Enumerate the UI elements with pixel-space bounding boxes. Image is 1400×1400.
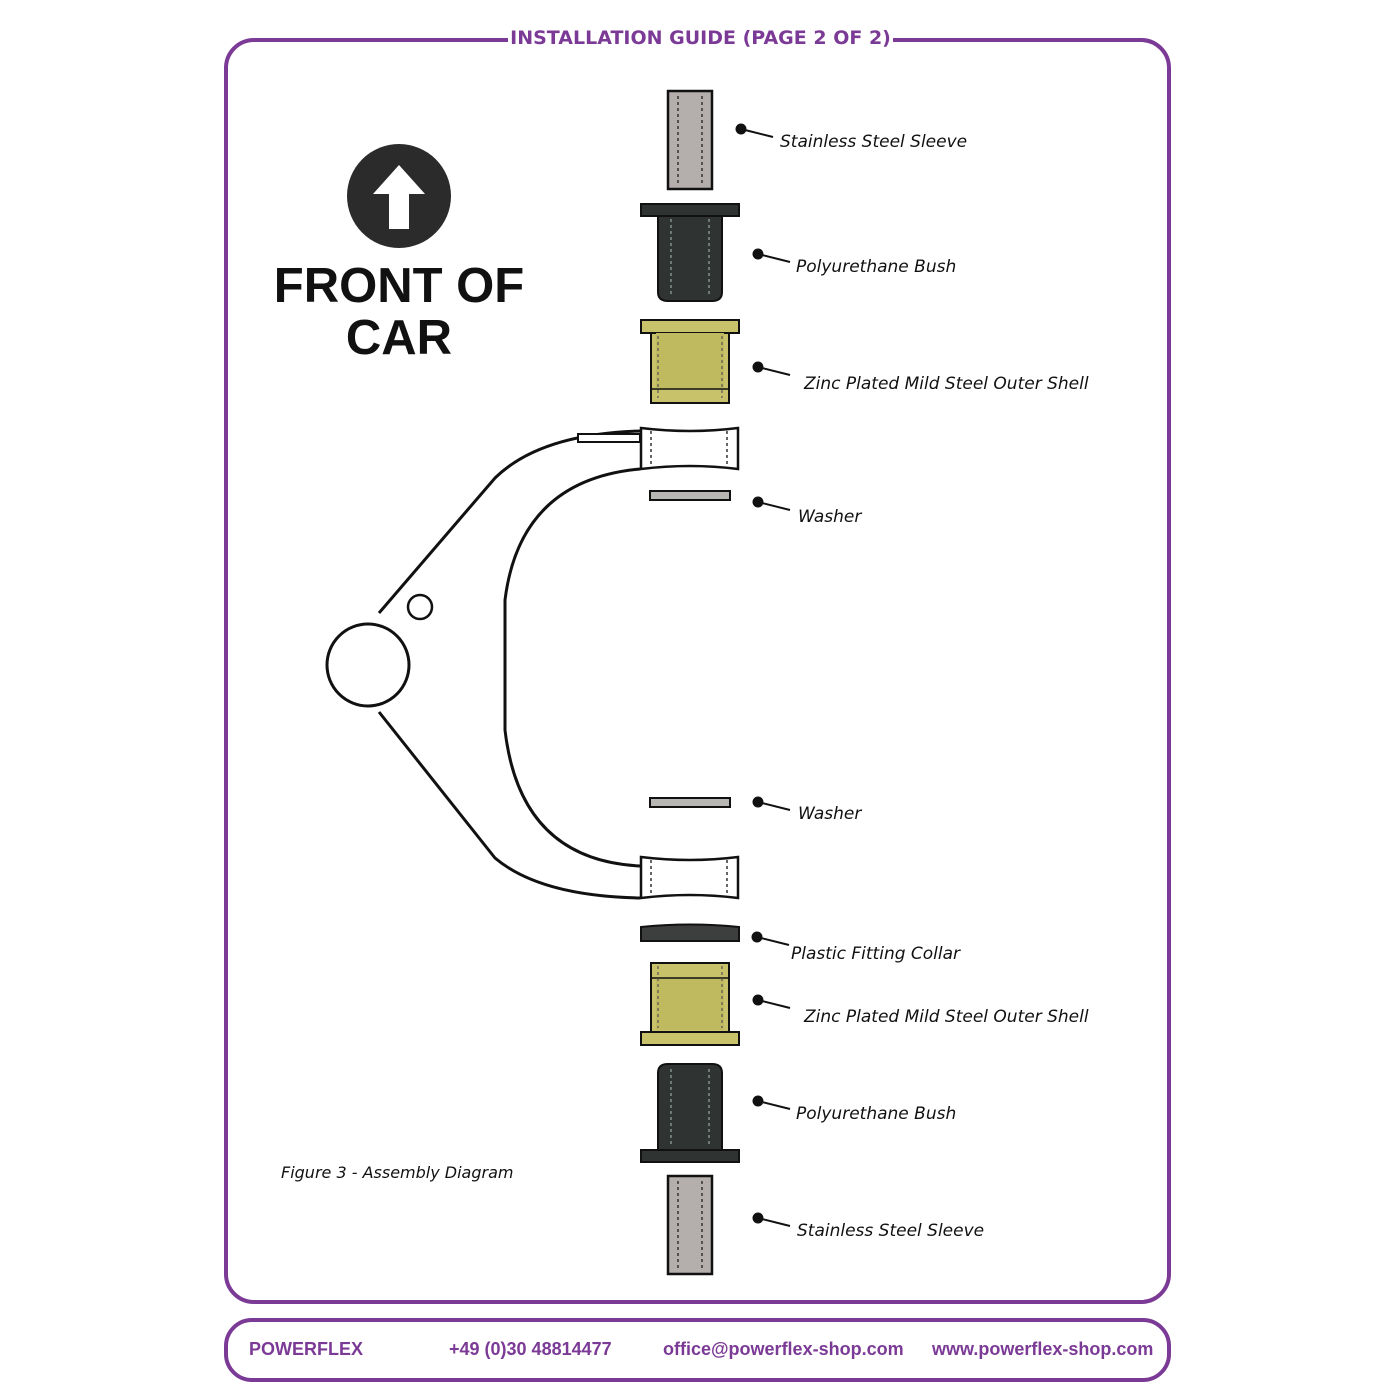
bottom-washer [649,797,731,808]
bottom-stainless-steel-sleeve [666,1174,714,1276]
leader-bottom-sleeve [752,1212,791,1227]
front-of-car-line1: FRONT OF [274,259,524,313]
leader-bottom-washer [752,796,791,811]
page-title: INSTALLATION GUIDE (PAGE 2 OF 2) [508,25,893,51]
top-stainless-steel-sleeve [666,89,714,191]
top-outer-shell [640,319,740,404]
leader-top-shell [752,361,791,376]
footer-brand: POWERFLEX [249,1339,364,1359]
plastic-fitting-collar [640,923,740,942]
label-bottom-stainless-steel-sleeve: Stainless Steel Sleeve [797,1221,984,1241]
wishbone-arm [325,429,641,900]
label-top-polyurethane-bush: Polyurethane Bush [796,257,956,277]
leader-top-bush [752,248,791,263]
footer-website-link[interactable]: www.powerflex-shop.com [932,1339,1154,1359]
label-plastic-fitting-collar: Plastic Fitting Collar [791,944,961,964]
top-polyurethane-bush [640,203,740,302]
label-bottom-outer-shell: Zinc Plated Mild Steel Outer Shell [803,1007,1089,1027]
lower-arm-eye [639,855,740,900]
front-of-car-line2: CAR [346,311,452,365]
leader-bottom-shell [752,994,791,1009]
label-top-washer: Washer [798,507,862,527]
label-bottom-washer: Washer [798,804,862,824]
label-top-stainless-steel-sleeve: Stainless Steel Sleeve [780,132,967,152]
leader-collar [751,931,790,946]
leader-lines [735,123,791,1227]
bottom-outer-shell [640,962,740,1046]
label-top-outer-shell: Zinc Plated Mild Steel Outer Shell [803,374,1089,394]
upper-arm-eye [639,426,740,471]
figure-caption: Figure 3 - Assembly Diagram [281,1163,513,1182]
top-washer [649,490,731,501]
leader-top-washer [752,496,791,511]
up-arrow-icon [347,144,451,248]
footer-phone[interactable]: +49 (0)30 48814477 [449,1339,612,1359]
label-bottom-polyurethane-bush: Polyurethane Bush [796,1104,956,1124]
front-of-car-marker: FRONT OF CAR [274,144,524,365]
footer-frame [224,1318,1171,1382]
footer-email-link[interactable]: office@powerflex-shop.com [663,1339,904,1359]
bottom-polyurethane-bush [640,1063,740,1163]
leader-bottom-bush [752,1095,791,1110]
leader-top-sleeve [735,123,774,138]
